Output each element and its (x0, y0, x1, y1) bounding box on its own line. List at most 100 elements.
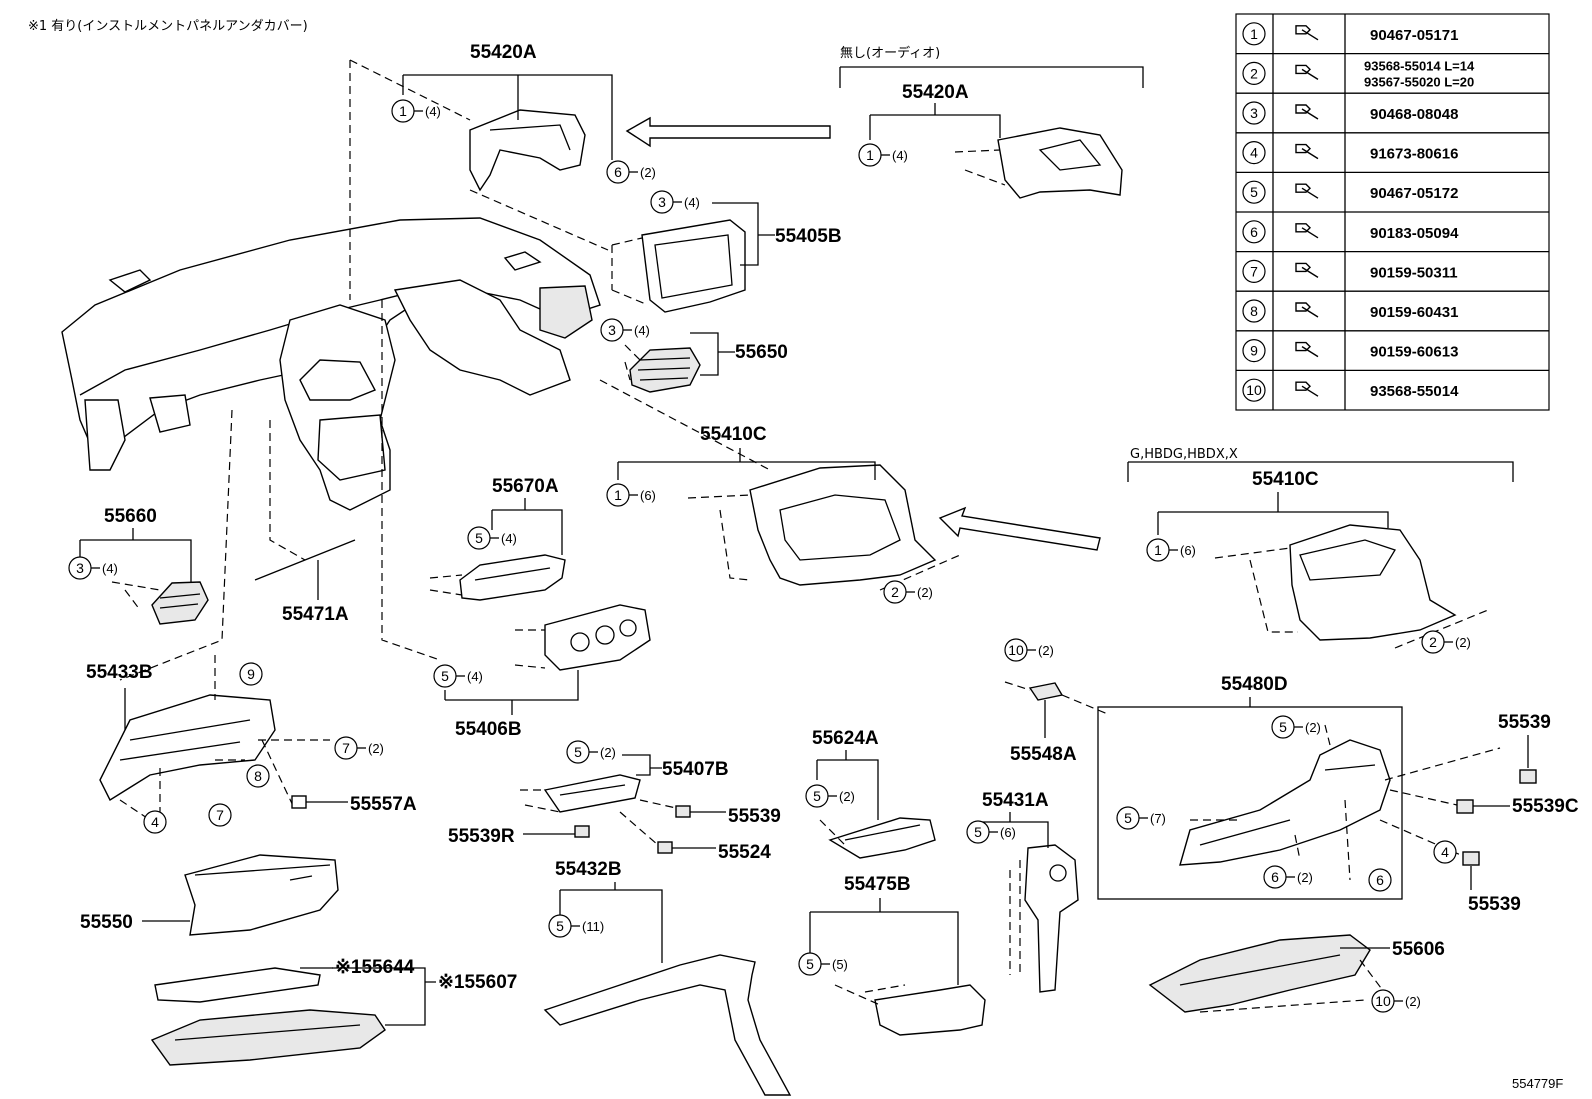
callout-qty: (6) (1180, 543, 1196, 558)
callout: 3(4) (600, 318, 650, 342)
fastener-icon (1295, 143, 1319, 160)
label-55539C: 55539C (1512, 796, 1579, 817)
callout: 2 (2) (1421, 630, 1471, 654)
callout-qty: (2) (839, 789, 855, 804)
part-55480D-cover (1179, 739, 1391, 866)
callout-qty: (2) (1455, 635, 1471, 650)
callout: 5(4) (467, 526, 517, 550)
callout-qty: (2) (640, 165, 656, 180)
label-55548A: 55548A (1010, 744, 1077, 765)
callout-ref: 1 (866, 147, 874, 163)
part-number: 90183-05094 (1370, 225, 1459, 242)
callout-circle (1433, 840, 1457, 864)
callout: 3 (4) (68, 556, 118, 580)
callout-ref: 5 (1124, 810, 1132, 826)
label-55539-b: 55539 (1498, 712, 1551, 733)
callout-ref: 1 (1154, 542, 1162, 558)
callout-qty: (6) (1000, 825, 1016, 840)
arrow-to-55410C (938, 506, 1101, 551)
part-55539R-switch (574, 825, 590, 838)
callout: 5(2) (805, 784, 855, 808)
callout-ref: 5 (574, 744, 582, 760)
callout: 7 (208, 803, 232, 827)
callout: 6 (2) (1263, 865, 1313, 889)
part-55405B-frame (641, 219, 746, 313)
ref-number: 8 (1250, 303, 1258, 319)
callout-ref: 7 (216, 807, 224, 823)
label-55406B: 55406B (455, 719, 522, 740)
callout-ref: 3 (76, 560, 84, 576)
callout: 5(2) (1271, 715, 1321, 739)
fastener-icon (1295, 341, 1319, 358)
label-55624A: 55624A (812, 728, 879, 749)
part-55539C-switch (1456, 799, 1474, 814)
callout-qty: (4) (684, 195, 700, 210)
label-55420A: 55420A (470, 42, 537, 63)
callout: 6 (2) (606, 160, 656, 184)
callout-ref: 4 (1441, 844, 1449, 860)
callout-qty: (2) (1297, 870, 1313, 885)
callout-qty: (2) (600, 745, 616, 760)
part-55650-vent (629, 347, 701, 393)
part-55550-glovebox (184, 854, 339, 936)
ref-circle (1242, 378, 1266, 402)
part-55524-switch (657, 841, 673, 854)
fastener-icon (1295, 381, 1319, 397)
callout-qty: (4) (102, 561, 118, 576)
part-number-alt: 93567-55020 L=20 (1364, 74, 1474, 89)
ref-number: 2 (1250, 65, 1258, 81)
callout-qty: (11) (582, 919, 604, 934)
part-number: 90468-08048 (1370, 106, 1458, 123)
callout-ref: 6 (614, 164, 622, 180)
callout-circle (143, 810, 167, 834)
callout-ref: 9 (247, 666, 255, 682)
fastener-row: 3 90468-08048 (1236, 92, 1549, 125)
callout: 1 (6) (1146, 538, 1196, 562)
callout: 5 (7) (1116, 806, 1166, 830)
part-55420A-alt (997, 127, 1123, 199)
part-55670A-switch (459, 554, 566, 601)
arrow-to-55420A (625, 116, 831, 148)
callout-ref: 5 (556, 918, 564, 934)
callout-ref: 10 (1375, 993, 1391, 1009)
callout: 5(6) (966, 820, 1016, 844)
label-55480D: 55480D (1221, 674, 1288, 695)
label-55524: 55524 (718, 842, 771, 863)
ref-number: 1 (1250, 26, 1258, 42)
part-number: 90159-60613 (1370, 344, 1458, 361)
callout-ref: 2 (891, 584, 899, 600)
callout-qty: (7) (1150, 811, 1166, 826)
callout-ref: 2 (1429, 634, 1437, 650)
ref-circle (1242, 101, 1266, 125)
part-55557A-plug (291, 795, 307, 809)
label-55539-a: 55539 (728, 806, 781, 827)
ref-circle (1242, 141, 1266, 165)
ref-number: 4 (1250, 145, 1258, 161)
label-55410C-alt: 55410C (1252, 469, 1319, 490)
ref-number: 9 (1250, 343, 1258, 359)
callout: 8 (246, 764, 270, 788)
part-number: 91673-80616 (1370, 146, 1458, 163)
callout: 5 (2) (566, 740, 616, 764)
callout-ref: 6 (1271, 869, 1279, 885)
callout-qty: (2) (368, 741, 384, 756)
part-number: 90467-05172 (1370, 185, 1458, 202)
label-55550: 55550 (80, 912, 133, 933)
ref-number: 3 (1250, 105, 1258, 121)
label-55420A-alt: 55420A (902, 82, 969, 103)
callout-qty: (4) (467, 669, 483, 684)
callout-circle (239, 662, 263, 686)
callout: 1(4) (391, 99, 441, 123)
label-55607: ※155607 (438, 972, 517, 993)
fastener-icon (1295, 262, 1319, 278)
part-55410C-alt (1289, 524, 1457, 641)
part-55607-cover (150, 1009, 386, 1066)
fastener-row: 4 91673-80616 (1236, 132, 1549, 165)
ref-circle (1242, 180, 1266, 204)
